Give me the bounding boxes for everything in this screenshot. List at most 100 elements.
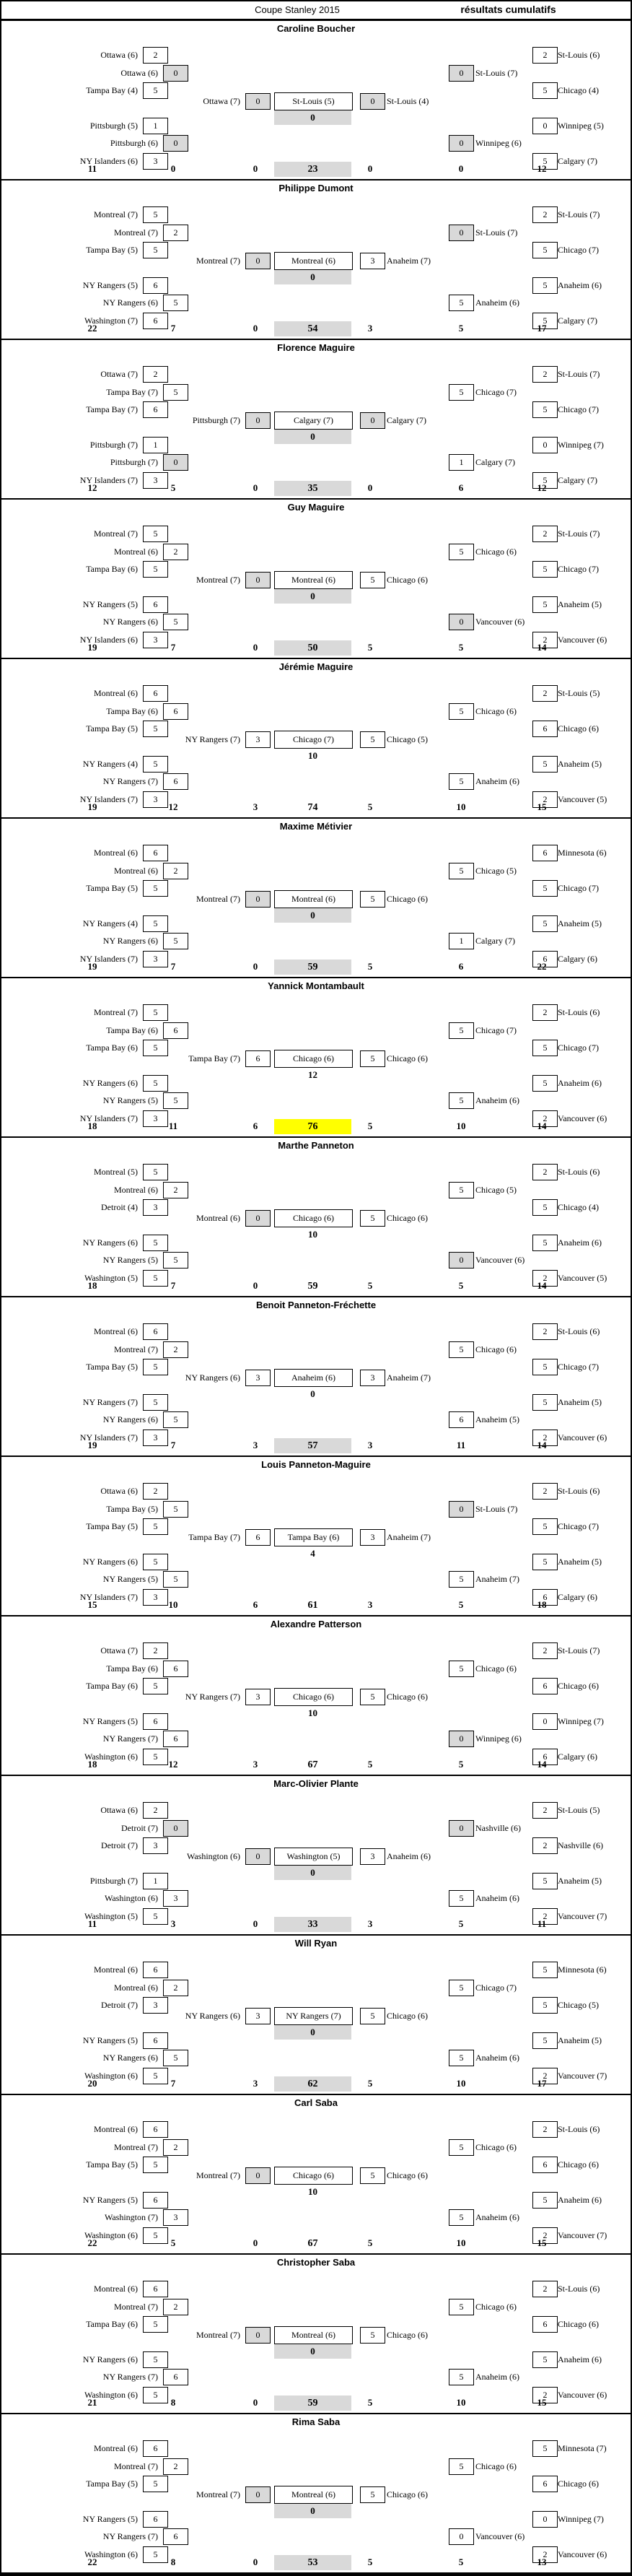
points-box: 2 — [532, 1483, 558, 1500]
team-label: Chicago (7) — [558, 1362, 599, 1372]
points-box: 3 — [143, 1997, 168, 2014]
points-box: 6 — [532, 1589, 558, 1606]
total-right-round1: 17 — [537, 323, 547, 334]
total-left-round1: 21 — [87, 2397, 97, 2408]
points-box: 1 — [449, 454, 474, 471]
points-box: 5 — [532, 1518, 558, 1535]
points-box: 5 — [143, 756, 168, 773]
team-label: Chicago (6) — [387, 2489, 428, 2499]
points-box: 5 — [449, 295, 474, 311]
points-box: 5 — [449, 2139, 474, 2156]
total-left-round2: 7 — [170, 961, 176, 972]
team-label: Pittsburgh (7) — [89, 1876, 138, 1886]
total-right-final: 3 — [367, 1440, 373, 1450]
points-box: 5 — [360, 1210, 385, 1227]
team-label: Anaheim (6) — [558, 1237, 602, 1248]
team-label: Chicago (7) — [558, 564, 599, 574]
team-label: Pittsburgh (7) — [110, 457, 158, 467]
points-box: 3 — [143, 153, 168, 170]
total-left-round1: 19 — [87, 801, 97, 812]
grand-total: 67 — [307, 1759, 318, 1770]
total-right-round1: 11 — [537, 1918, 547, 1929]
champion-points: 0 — [274, 430, 351, 444]
total-right-round1: 22 — [537, 961, 547, 972]
team-label: NY Rangers (5) — [82, 1716, 138, 1726]
champion-pick-box: Montreal (6) — [274, 252, 353, 270]
team-label: Pittsburgh (7) — [192, 415, 240, 425]
points-box: 5 — [532, 1873, 558, 1889]
total-right-round2: 10 — [456, 1121, 466, 1131]
team-label: Vancouver (5) — [558, 1273, 607, 1283]
participant-name: Louis Panneton-Maguire — [261, 1459, 371, 1470]
total-left-final: 3 — [253, 1759, 258, 1770]
points-box: 5 — [143, 880, 168, 897]
total-right-round2: 10 — [456, 2237, 466, 2248]
team-label: Chicago (6) — [475, 2461, 517, 2471]
points-box: 2 — [532, 1837, 558, 1854]
team-label: St-Louis (7) — [558, 528, 600, 539]
total-right-final: 5 — [367, 1121, 373, 1131]
team-label: Chicago (5) — [387, 734, 428, 744]
points-box: 0 — [245, 891, 271, 908]
points-box: 3 — [163, 2209, 188, 2226]
champion-pick-box: Chicago (6) — [274, 2167, 353, 2185]
total-left-round1: 15 — [87, 1599, 97, 1610]
total-right-round1: 12 — [537, 482, 547, 493]
points-box: 6 — [143, 596, 168, 613]
team-label: NY Rangers (5) — [82, 599, 138, 609]
points-box: 2 — [163, 1182, 188, 1198]
points-box: 5 — [449, 1092, 474, 1109]
points-box: 2 — [163, 544, 188, 560]
points-box: 5 — [360, 2167, 385, 2184]
total-right-final: 5 — [367, 2078, 373, 2089]
points-box: 2 — [163, 225, 188, 241]
points-box: 5 — [449, 863, 474, 879]
total-left-round2: 7 — [170, 1440, 176, 1450]
grand-total: 50 — [274, 640, 351, 656]
total-left-final: 3 — [253, 2078, 258, 2089]
points-box: 5 — [449, 703, 474, 720]
champion-pick-box: Chicago (6) — [274, 1209, 353, 1227]
team-label: Anaheim (7) — [387, 256, 431, 266]
team-label: Chicago (6) — [387, 894, 428, 904]
points-box: 6 — [143, 1713, 168, 1730]
team-label: Calgary (7) — [475, 936, 515, 946]
team-label: Winnipeg (7) — [558, 440, 604, 450]
team-label: Montreal (6) — [114, 547, 158, 557]
team-label: Tampa Bay (4) — [86, 85, 138, 95]
team-label: Montreal (7) — [114, 2302, 158, 2312]
points-box: 6 — [532, 2316, 558, 2333]
total-left-final: 3 — [253, 801, 258, 812]
participant-name: Christopher Saba — [276, 2257, 356, 2268]
total-left-final: 0 — [253, 1280, 258, 1291]
team-label: Vancouver (6) — [475, 2531, 525, 2541]
grand-total: 59 — [274, 960, 351, 975]
total-left-round1: 22 — [87, 2557, 97, 2567]
grand-total: 53 — [274, 2555, 351, 2570]
total-right-round2: 0 — [458, 163, 464, 174]
participant-name: Philippe Dumont — [278, 183, 354, 193]
points-box: 0 — [449, 65, 474, 82]
team-label: Anaheim (6) — [387, 1851, 431, 1861]
points-box: 5 — [532, 1359, 558, 1375]
team-label: Detroit (7) — [101, 1840, 138, 1850]
team-label: Montreal (6) — [94, 688, 138, 698]
team-label: Chicago (6) — [387, 575, 428, 585]
team-label: Chicago (6) — [558, 2159, 599, 2170]
team-label: Montreal (7) — [196, 575, 240, 585]
total-left-final: 0 — [253, 2237, 258, 2248]
points-box: 2 — [163, 1341, 188, 1358]
team-label: Tampa Bay (7) — [188, 1532, 240, 1542]
points-box: 5 — [163, 384, 188, 401]
team-label: Anaheim (6) — [475, 2053, 519, 2063]
team-label: Washington (6) — [84, 2549, 138, 2559]
points-box: 2 — [143, 1802, 168, 1819]
team-label: Tampa Bay (5) — [86, 883, 138, 893]
points-box: 5 — [532, 1040, 558, 1056]
team-label: NY Rangers (6) — [102, 297, 158, 308]
team-label: NY Rangers (5) — [82, 2514, 138, 2524]
points-box: 0 — [449, 1252, 474, 1269]
points-box: 6 — [163, 773, 188, 790]
